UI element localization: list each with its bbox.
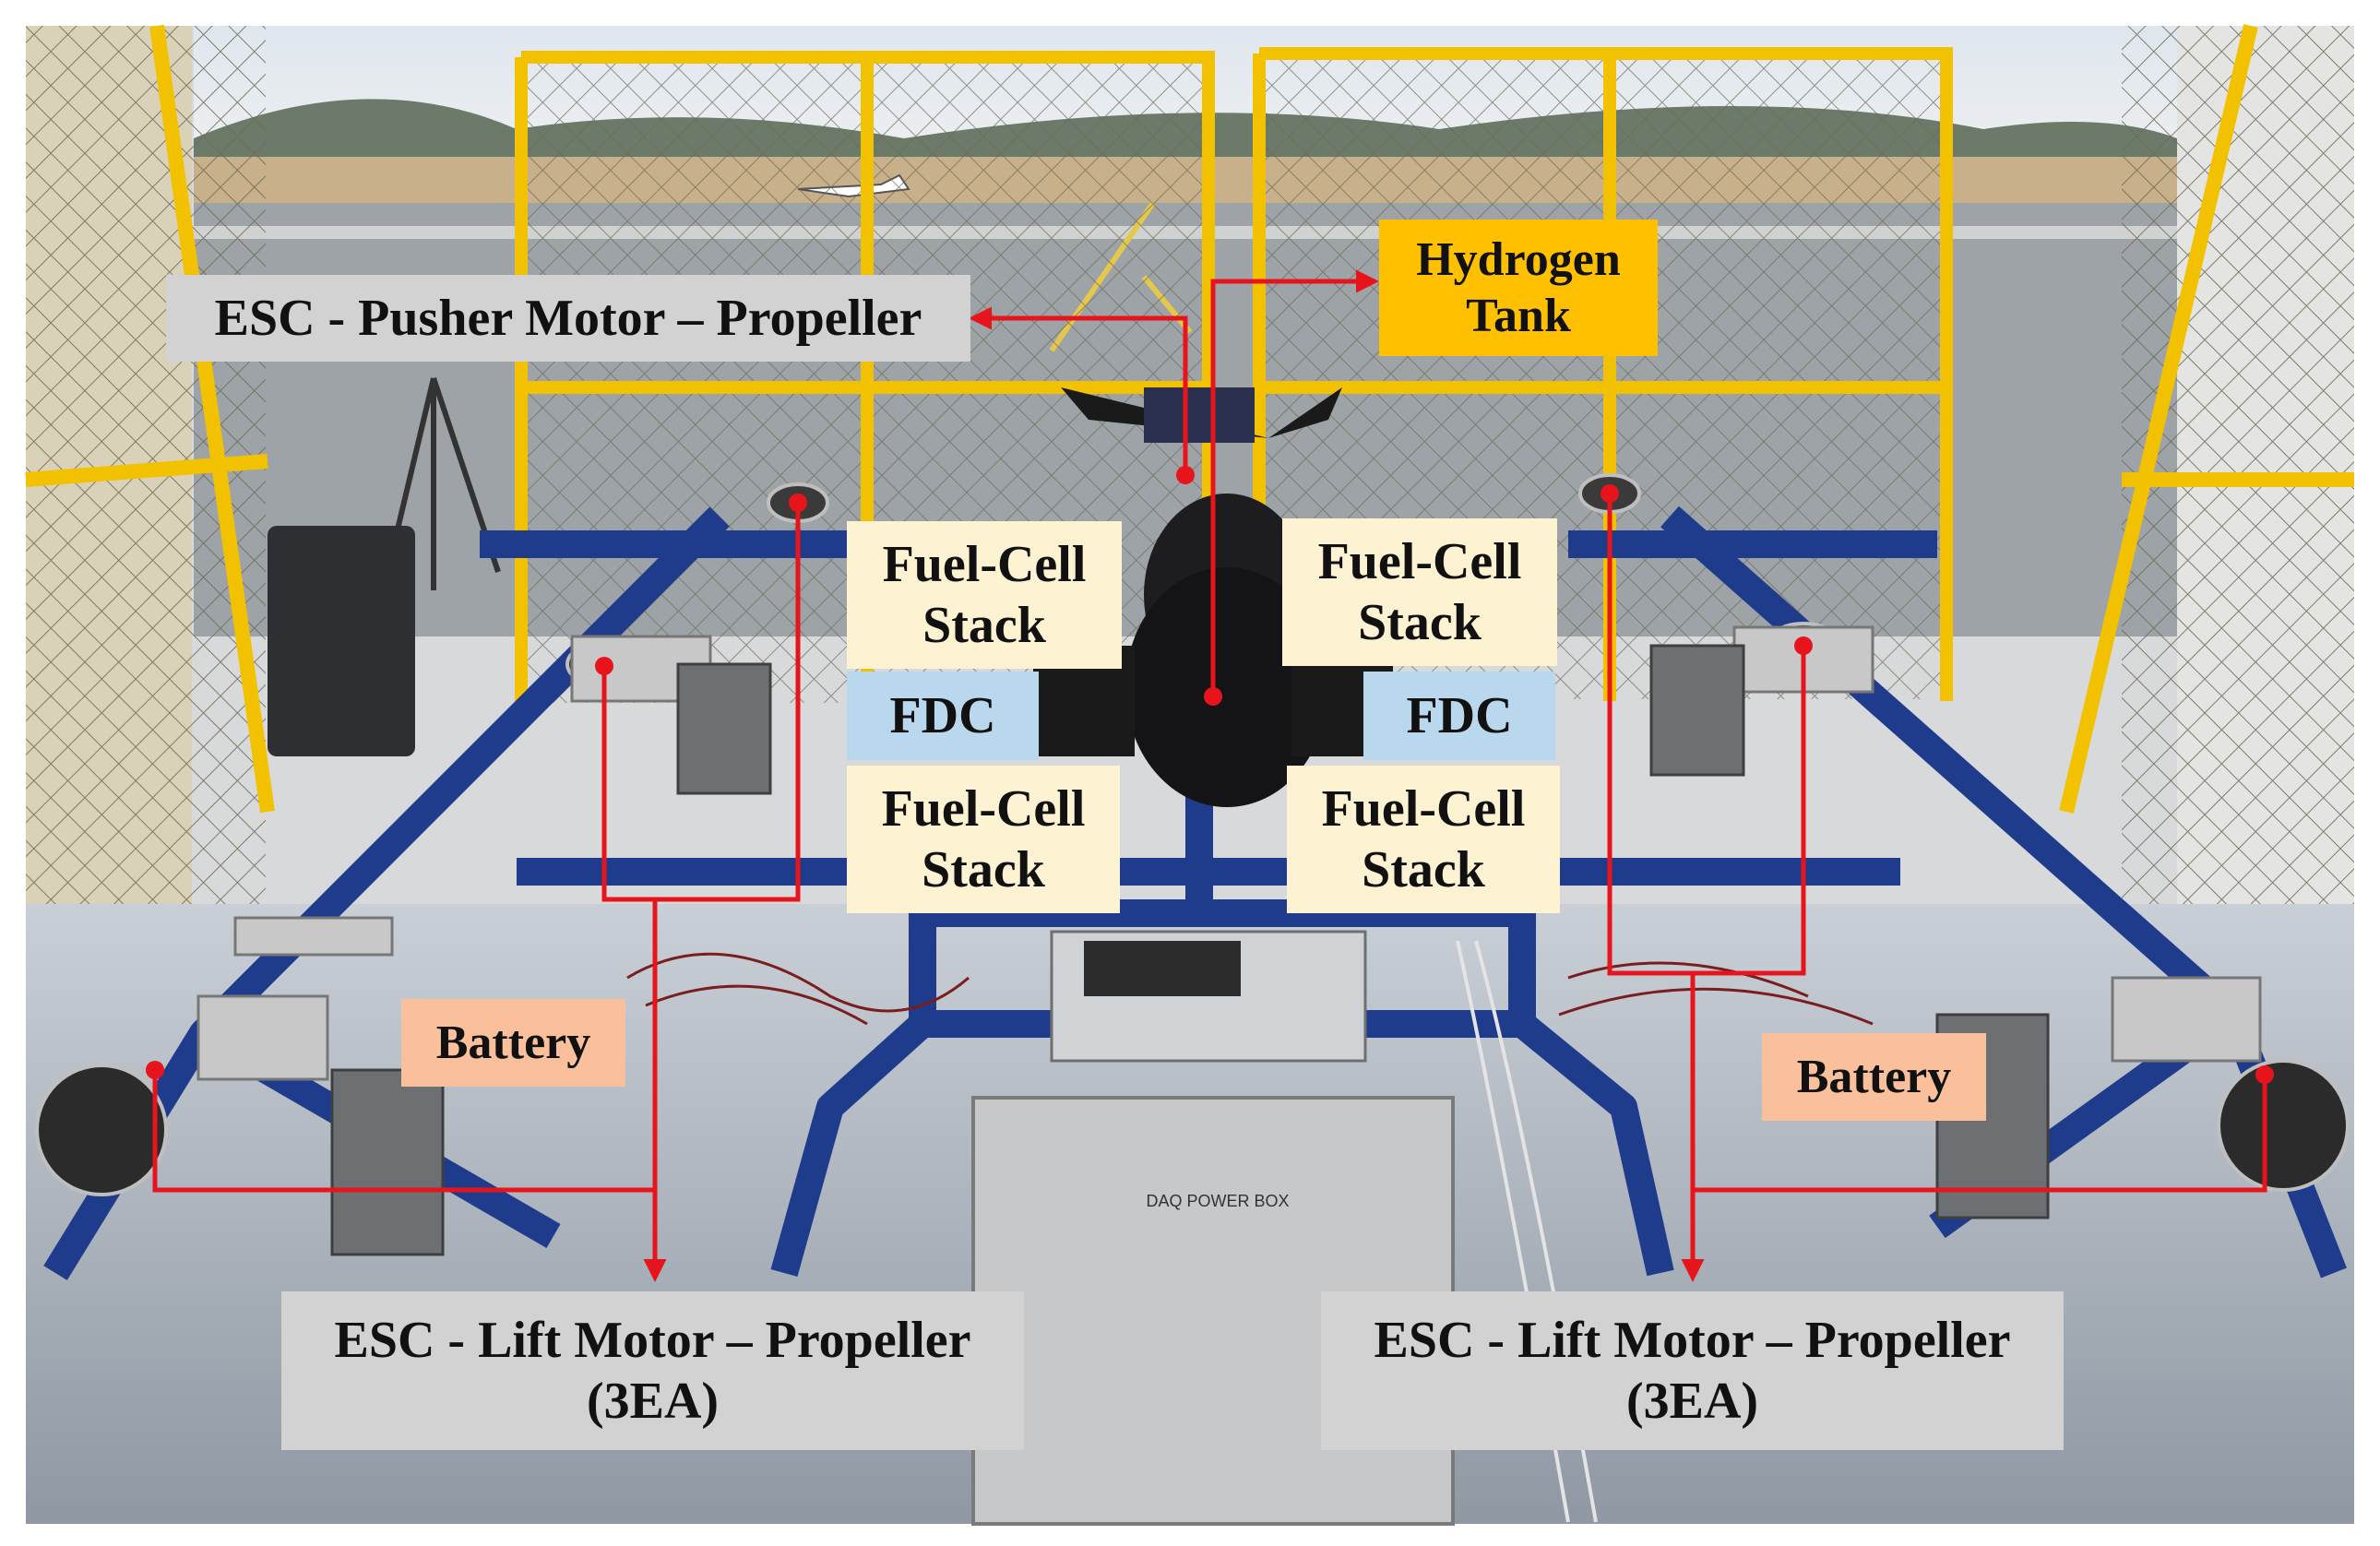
- label-battery-right: Battery: [1762, 1033, 1986, 1121]
- label-lift-motor-right: ESC - Lift Motor – Propeller (3EA): [1321, 1291, 2064, 1450]
- annotation-dots: [146, 466, 2274, 1084]
- battery-packs: [330, 644, 2050, 1256]
- hydrogen-tank-body: [1125, 387, 1328, 807]
- esc-modules: [196, 625, 2262, 1081]
- cables: [626, 952, 1874, 1026]
- label-pusher-motor: ESC - Pusher Motor – Propeller: [166, 275, 970, 362]
- label-hydrogen-tank: Hydrogen Tank: [1379, 220, 1658, 356]
- label-fuel-cell-stack-top-left: Fuel-Cell Stack: [847, 521, 1122, 669]
- label-fdc-left: FDC: [847, 672, 1039, 760]
- label-fuel-cell-stack-bottom-right: Fuel-Cell Stack: [1287, 766, 1560, 913]
- label-fdc-right: FDC: [1363, 672, 1555, 760]
- label-battery-left: Battery: [401, 999, 625, 1087]
- label-lift-motor-left: ESC - Lift Motor – Propeller (3EA): [281, 1291, 1024, 1450]
- equipment-case: [268, 526, 415, 756]
- annotation-lines: [152, 269, 2267, 1282]
- label-fuel-cell-stack-top-right: Fuel-Cell Stack: [1282, 518, 1557, 666]
- label-fuel-cell-stack-bottom-left: Fuel-Cell Stack: [847, 766, 1120, 913]
- daq-box-text: DAQ POWER BOX: [1146, 1192, 1289, 1210]
